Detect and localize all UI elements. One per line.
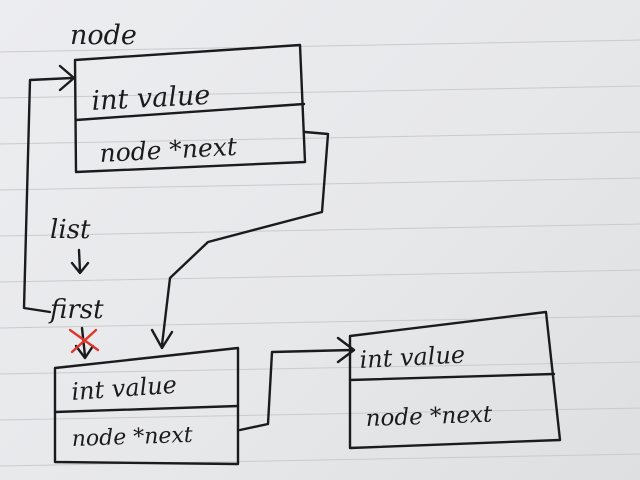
first-label: first: [48, 295, 104, 325]
left-next-to-right-node-arrow: [238, 336, 356, 432]
top-node-next-field: node *next: [99, 132, 239, 168]
right-node-next-field: node *next: [365, 402, 493, 432]
first-down-arrow: [74, 326, 95, 360]
top-node-value-field: int value: [91, 80, 211, 117]
left-node-box: [53, 346, 240, 466]
top-next-to-left-node-arrow: [150, 130, 330, 350]
right-node-box: [348, 310, 562, 450]
cross-mark-icon: [68, 328, 100, 354]
list-label: list: [50, 215, 91, 245]
top-node-label: node: [70, 20, 137, 51]
ruled-lines: [0, 39, 640, 467]
right-node-value-field: int value: [359, 341, 466, 374]
left-node-next-field: node *next: [71, 423, 193, 452]
first-to-top-node-arrow: [22, 64, 76, 314]
list-down-arrow: [70, 248, 90, 275]
top-node-box: [73, 43, 307, 174]
left-node-value-field: int value: [70, 371, 177, 406]
